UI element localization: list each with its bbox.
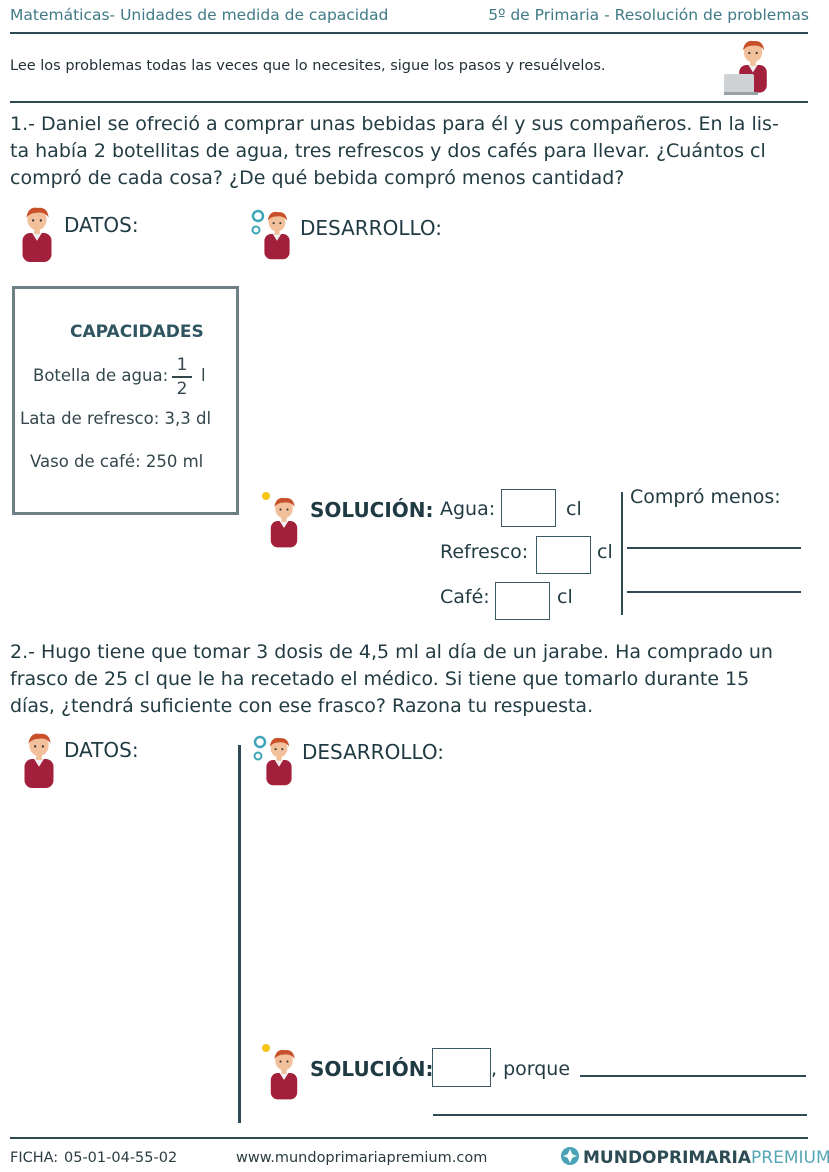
solution-divider bbox=[621, 492, 623, 615]
ficha-label: FICHA: bbox=[10, 1150, 59, 1166]
cafe-answer-box[interactable] bbox=[495, 582, 550, 620]
datos-divider bbox=[238, 745, 241, 1123]
desarrollo-label-2: DESARROLLO: bbox=[302, 740, 445, 764]
compro-menos-line-2[interactable] bbox=[627, 591, 801, 593]
bottle-unit: l bbox=[201, 366, 206, 385]
capacities-title: CAPACIDADES bbox=[70, 322, 204, 342]
capacities-box bbox=[12, 286, 239, 515]
website-link[interactable]: www.mundoprimariapremium.com bbox=[236, 1150, 488, 1166]
datos-label: DATOS: bbox=[64, 213, 139, 237]
compro-menos-line-1[interactable] bbox=[627, 547, 801, 549]
problem2-answer-box[interactable] bbox=[432, 1048, 491, 1087]
can-capacity: Lata de refresco: 3,3 dl bbox=[20, 409, 212, 428]
refresco-answer-box[interactable] bbox=[536, 536, 591, 574]
problem1-text: 1.- Daniel se ofreció a comprar unas beb… bbox=[10, 113, 779, 189]
thinking-boy-icon-2 bbox=[14, 730, 64, 788]
footer-rule bbox=[10, 1137, 808, 1139]
porque-line-2[interactable] bbox=[433, 1114, 807, 1116]
instructions-rule bbox=[10, 101, 808, 103]
porque-label: , porque bbox=[491, 1058, 571, 1080]
bottle-capacity-label: Botella de agua: bbox=[33, 366, 169, 385]
header-rule bbox=[10, 32, 808, 34]
porque-line-1[interactable] bbox=[580, 1075, 806, 1077]
coffee-capacity: Vaso de café: 250 ml bbox=[30, 452, 204, 471]
gears-boy-icon-2 bbox=[252, 732, 300, 788]
boy-laptop-illustration bbox=[724, 36, 780, 98]
datos-label-2: DATOS: bbox=[64, 738, 139, 762]
mundoprimaria-logo-icon bbox=[560, 1146, 580, 1166]
header-grade: 5º de Primaria - Resolución de problemas bbox=[488, 6, 809, 24]
cafe-label: Café: bbox=[440, 586, 490, 608]
instructions-text: Lee los problemas todas las veces que lo… bbox=[10, 58, 606, 74]
half-fraction: 1 2 bbox=[172, 355, 192, 399]
ficha-code: 05-01-04-55-02 bbox=[64, 1150, 178, 1166]
compro-menos-label: Compró menos: bbox=[630, 486, 781, 508]
idea-boy-icon bbox=[258, 490, 306, 550]
laptop-icon bbox=[724, 74, 754, 94]
solution-label: SOLUCIÓN: bbox=[310, 498, 434, 522]
refresco-unit: cl bbox=[597, 541, 613, 563]
refresco-label: Refresco: bbox=[440, 541, 529, 563]
header-subject: Matemáticas- Unidades de medida de capac… bbox=[10, 6, 389, 24]
brand-name: MUNDOPRIMARIAPREMIUM bbox=[583, 1148, 829, 1168]
gears-boy-icon bbox=[250, 206, 298, 262]
problem2-text: 2.- Hugo tiene que tomar 3 dosis de 4,5 … bbox=[10, 641, 773, 717]
agua-answer-box[interactable] bbox=[501, 489, 556, 527]
thinking-boy-icon bbox=[12, 204, 62, 262]
agua-label: Agua: bbox=[440, 498, 496, 520]
solution-label-2: SOLUCIÓN: bbox=[310, 1057, 434, 1081]
agua-unit: cl bbox=[566, 498, 582, 520]
cafe-unit: cl bbox=[557, 586, 573, 608]
desarrollo-label: DESARROLLO: bbox=[300, 216, 443, 240]
idea-boy-icon-2 bbox=[258, 1042, 306, 1102]
